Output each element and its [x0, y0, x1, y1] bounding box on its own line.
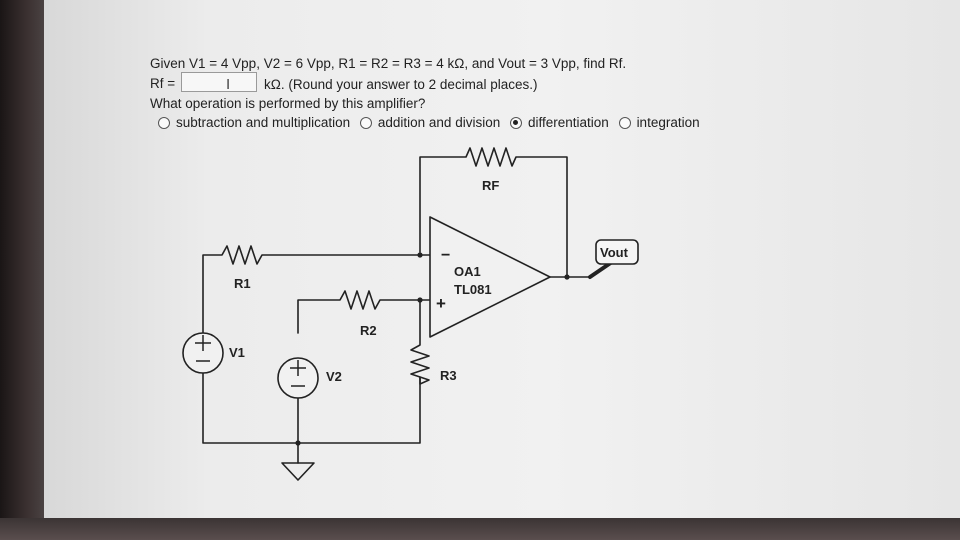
- r3-label-text: R3: [440, 368, 457, 383]
- rf-label-text: RF: [482, 178, 499, 193]
- option-integration[interactable]: integration: [618, 115, 700, 130]
- junction-dot: [417, 252, 423, 258]
- r1-label-text: R1: [234, 276, 251, 291]
- option-subtraction[interactable]: subtraction and multiplication: [158, 115, 350, 130]
- opamp-plus-text: +: [436, 294, 446, 313]
- rf-unit-note: kΩ. (Round your answer to 2 decimal plac…: [264, 77, 538, 92]
- option-label: subtraction and multiplication: [176, 115, 351, 130]
- radio-icon[interactable]: [158, 116, 170, 129]
- ground-icon: [281, 462, 315, 481]
- wire-feedback: [419, 147, 568, 278]
- radio-icon[interactable]: [618, 116, 631, 129]
- v2-label-text: V2: [326, 369, 342, 384]
- v1-label-text: V1: [229, 345, 245, 360]
- option-label: differentiation: [527, 115, 609, 130]
- vout-label-text: Vout: [600, 245, 629, 260]
- opamp-minus-text: −: [441, 247, 450, 264]
- v1-source: [182, 332, 224, 374]
- vout-box: [595, 239, 639, 265]
- opamp-model-text: TL081: [454, 282, 492, 297]
- v2-source: [277, 357, 319, 399]
- option-label: integration: [636, 115, 700, 130]
- wire-v1-ground: [202, 372, 421, 444]
- option-label: addition and division: [377, 115, 501, 130]
- text-cursor-icon: Ι: [226, 76, 231, 93]
- v1-plus-icon: [195, 335, 211, 351]
- v2-plus-icon: [290, 360, 306, 376]
- wire-r1: [202, 245, 431, 334]
- r2-label-text: R2: [360, 323, 377, 338]
- operation-options: subtraction and multiplication addition …: [158, 115, 706, 132]
- rf-label: Rf =: [150, 76, 176, 91]
- radio-icon[interactable]: [359, 116, 372, 129]
- monitor-bezel-bottom: [0, 518, 960, 540]
- opamp-name-text: OA1: [454, 264, 481, 279]
- option-differentiation[interactable]: differentiation: [509, 115, 609, 130]
- operation-prompt: What operation is performed by this ampl…: [150, 96, 426, 111]
- junction-dot: [295, 440, 301, 446]
- option-addition[interactable]: addition and division: [359, 115, 501, 130]
- junction-dot: [564, 274, 570, 280]
- junction-dot: [417, 297, 423, 303]
- rf-input[interactable]: [181, 72, 257, 92]
- radio-selected-icon[interactable]: [509, 116, 522, 129]
- question-given: Given V1 = 4 Vpp, V2 = 6 Vpp, R1 = R2 = …: [150, 56, 627, 71]
- opamp-triangle: [429, 216, 551, 338]
- resistor-r3: [410, 299, 430, 385]
- wire-r2: [297, 290, 431, 334]
- monitor-bezel-left: [0, 0, 44, 540]
